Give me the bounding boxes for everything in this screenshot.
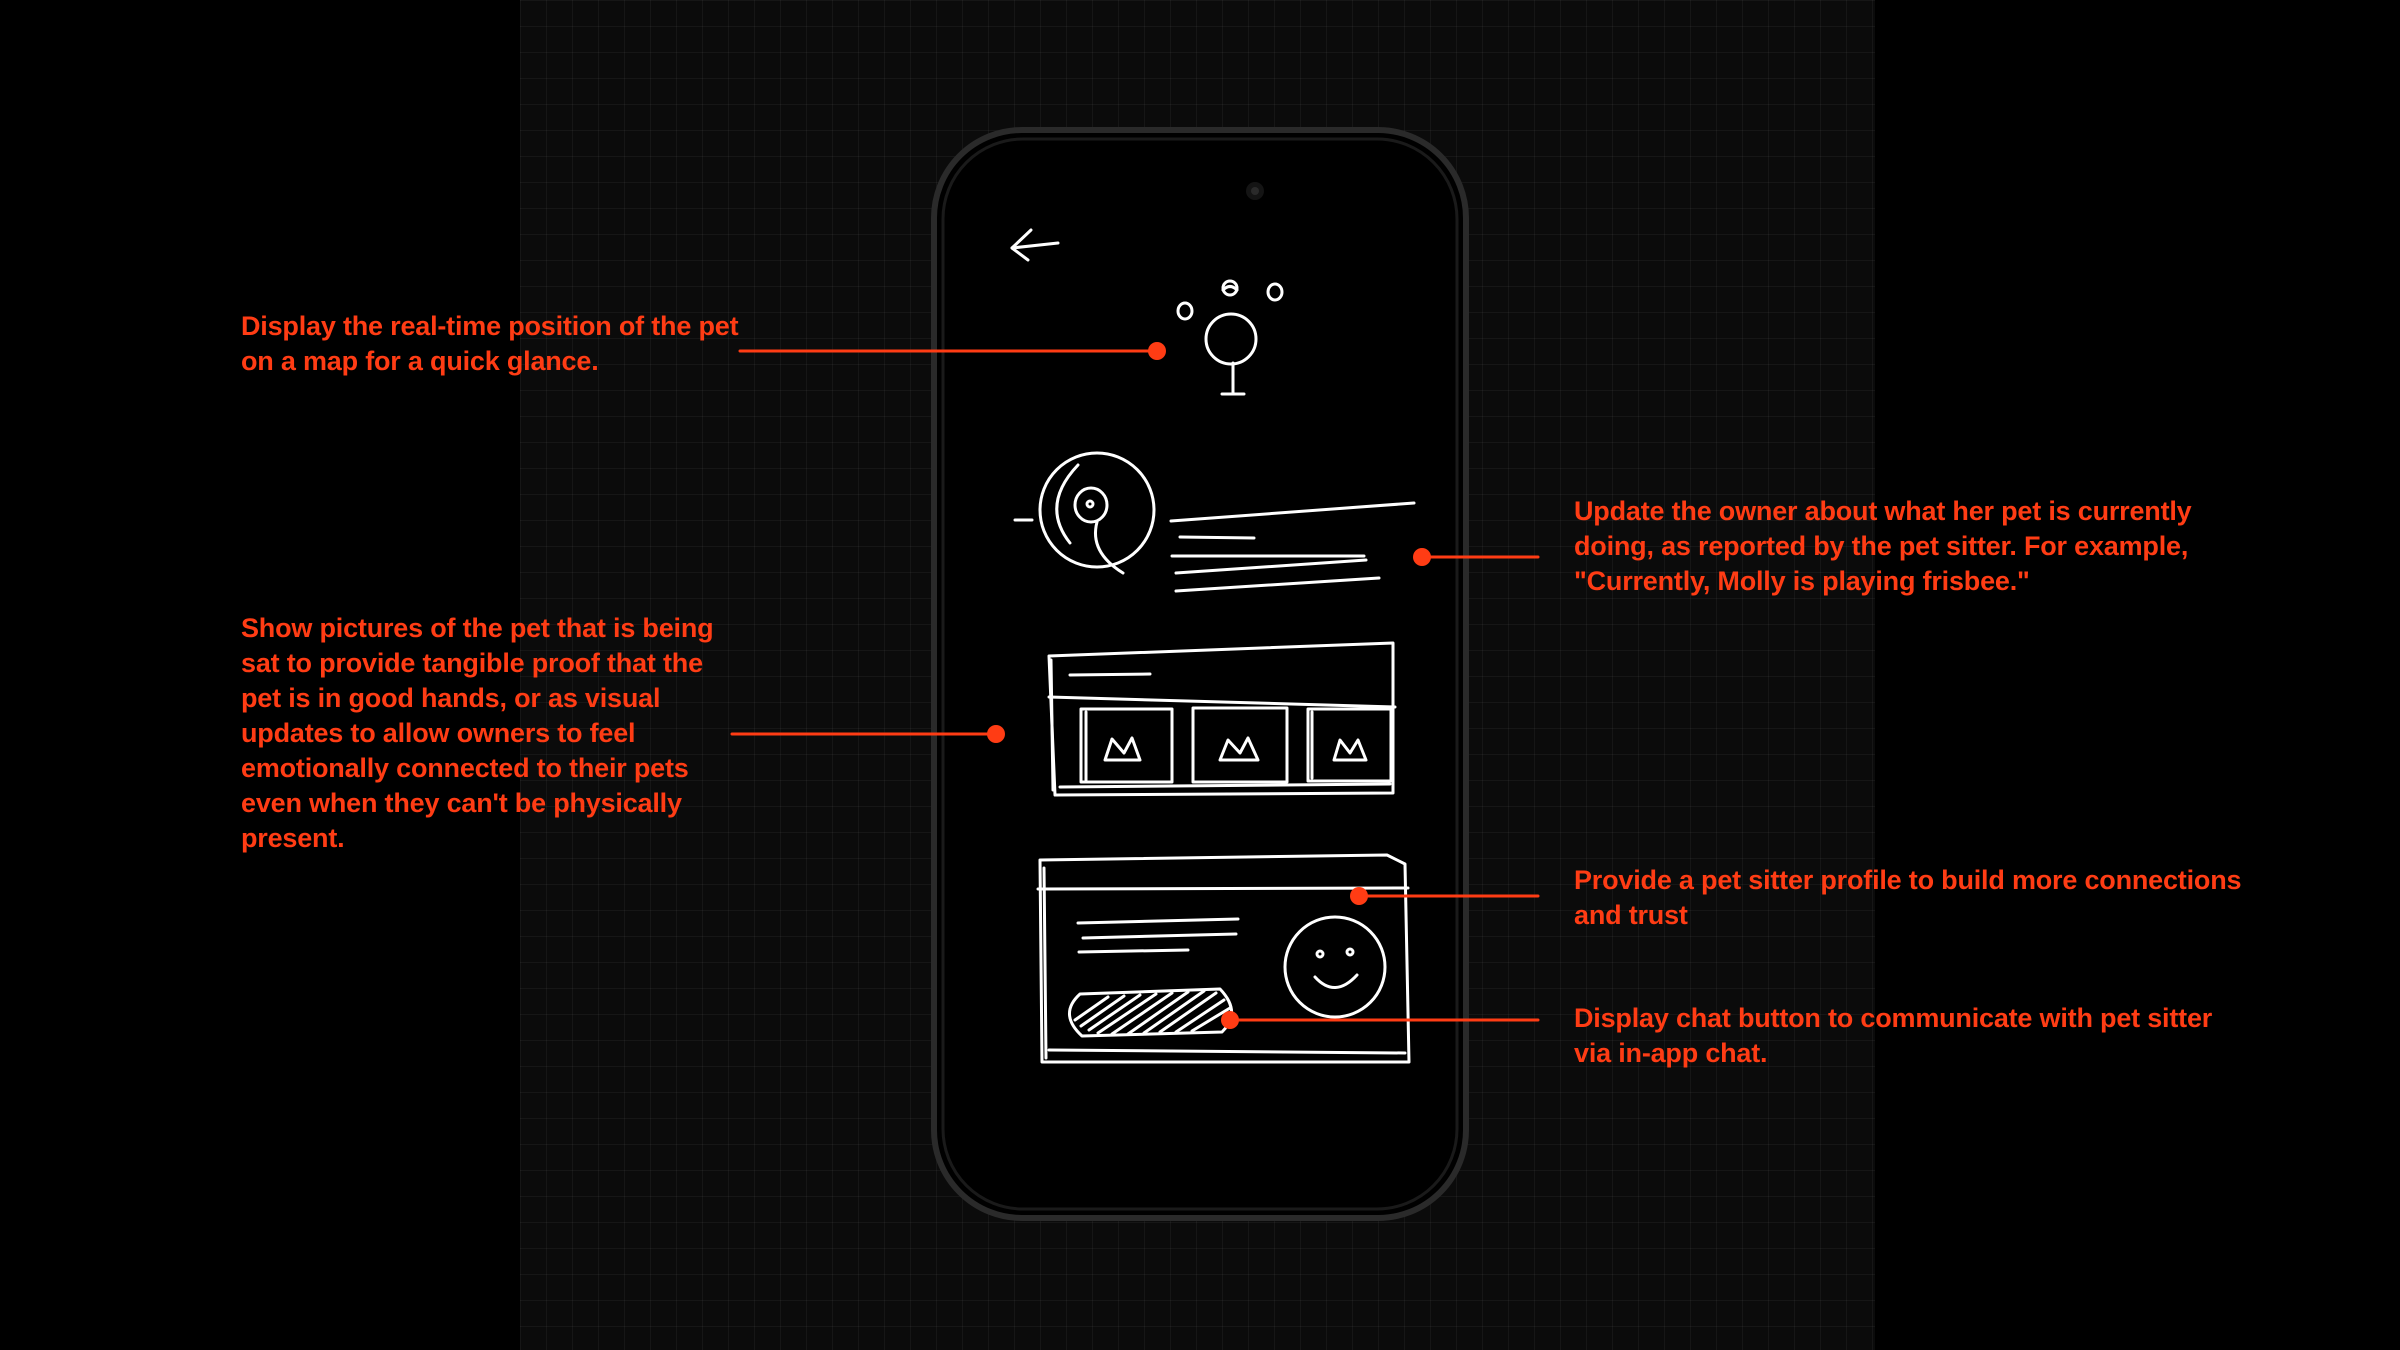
status-connector xyxy=(1413,548,1540,566)
annotation-pet-status: Update the owner about what her pet is c… xyxy=(1574,496,2192,596)
status-text-lines xyxy=(1169,501,1416,593)
image-icon[interactable] xyxy=(1306,707,1393,783)
photo-gallery-card xyxy=(1047,641,1397,797)
back-arrow-icon[interactable] xyxy=(1010,228,1060,262)
annotation-chat-button: Display chat button to communicate with … xyxy=(1574,1003,2213,1068)
profile-connector xyxy=(1350,887,1540,905)
pet-avatar-icon xyxy=(1013,451,1156,575)
map-connector xyxy=(738,342,1166,360)
photos-connector xyxy=(730,725,1005,743)
front-camera xyxy=(1246,182,1264,200)
annotation-map-position: Display the real-time position of the pe… xyxy=(241,311,739,376)
phone-frame xyxy=(931,127,1469,1221)
chat-button[interactable] xyxy=(1068,987,1233,1038)
annotation-pet-photos: Show pictures of the pet that is being s… xyxy=(241,613,714,853)
sitter-profile-card xyxy=(1036,853,1411,1064)
image-icon[interactable] xyxy=(1079,707,1174,784)
image-icon[interactable] xyxy=(1191,706,1289,784)
map-pin-icon xyxy=(1176,279,1284,396)
smiley-face-icon xyxy=(1283,915,1387,1019)
annotation-sitter-profile: Provide a pet sitter profile to build mo… xyxy=(1574,865,2242,930)
chat-connector xyxy=(1221,1011,1540,1029)
